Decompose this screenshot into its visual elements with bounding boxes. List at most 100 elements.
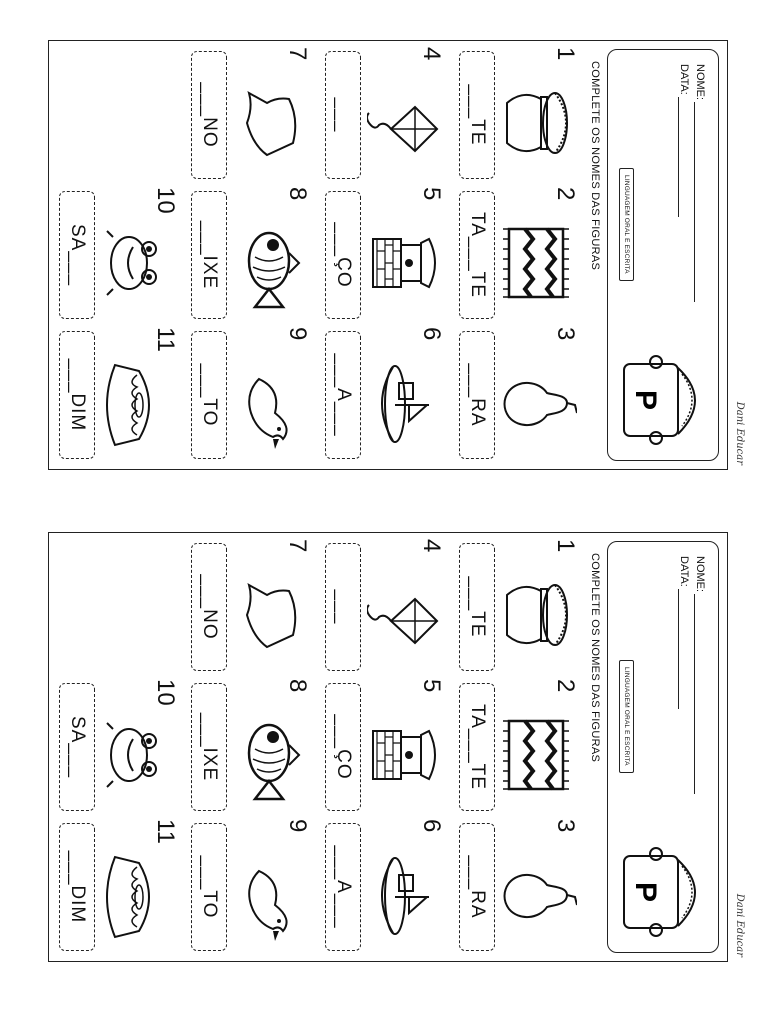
rug-icon [501,719,571,791]
item-8: 8 ___IXE [181,679,311,815]
worksheet-copy-top: Dani Educar NOME: DATA: LINGUAGEM ORAL E… [48,40,745,470]
data-label: DATA: [678,556,690,587]
duck-icon [248,378,288,450]
item-7: 7 ___NO [181,539,311,675]
frog-icon [106,230,157,296]
answer-box[interactable]: ___ [325,51,361,179]
item-6: 6 ___A___ [315,327,445,463]
well-icon [372,238,436,288]
item-number: 7 [284,539,311,553]
answer-box[interactable]: ___DIM [59,823,95,951]
item-number: 7 [284,47,311,61]
cloth-icon [246,92,297,156]
mascot-letter: P [629,882,662,902]
item-4: 4 ___ [315,47,445,183]
answer-box[interactable]: ___TO [191,823,227,951]
answer-box[interactable]: ___ÇO [325,683,361,811]
pear-icon [503,873,577,919]
answer-box[interactable]: ___TE [459,543,495,671]
answer-box[interactable]: ___ [325,543,361,671]
item-number: 5 [418,187,445,201]
badge-linguagem: LINGUAGEM ORAL E ESCRITA [619,168,634,281]
mascot-letter-icon: P [623,355,696,445]
item-number: 3 [552,819,579,833]
answer-box[interactable]: ___RA [459,331,495,459]
item-9: 9 ___TO [181,327,311,463]
item-6: 6 ___A___ [315,819,445,955]
author-signature: Dani Educar [734,401,745,465]
item-number: 2 [552,679,579,693]
item-number: 8 [284,187,311,201]
item-5: 5 ___ÇO [315,187,445,323]
data-line [678,96,679,217]
fish-icon [247,723,301,801]
cloth-icon [246,584,297,648]
item-number: 1 [552,47,579,61]
instruction: COMPLETE OS NOMES DAS FIGURAS [589,61,601,271]
item-number: 8 [284,679,311,693]
answer-box[interactable]: ___TO [191,331,227,459]
pot-icon [506,92,568,154]
data-label: DATA: [678,64,690,95]
item-1: 1 ___TE [449,47,579,183]
item-11: 11 ___DIM [49,327,179,463]
author-signature: Dani Educar [734,893,745,957]
answer-box[interactable]: ___A___ [325,331,361,459]
answer-box[interactable]: TA___TE [459,683,495,811]
item-7: 7 ___NO [181,47,311,183]
answer-box[interactable]: ___IXE [191,191,227,319]
item-4: 4 ___ [315,539,445,675]
item-9: 9 ___TO [181,819,311,955]
header-panel: NOME: DATA: LINGUAGEM ORAL E ESCRITA P [607,541,719,953]
worksheet-page: Dani Educar NOME: DATA: LINGUAGEM ORAL E… [48,532,745,962]
kite-icon [367,106,438,152]
item-2: 2 TA___TE [449,187,579,323]
answer-box[interactable]: SA___ [59,683,95,811]
pudding-icon [106,364,150,446]
worksheet-page: Dani Educar NOME: DATA: LINGUAGEM ORAL E… [48,40,745,470]
answer-box[interactable]: ___RA [459,823,495,951]
answer-box[interactable]: ___A___ [325,823,361,951]
answer-box[interactable]: ___TE [459,51,495,179]
answer-box[interactable]: ___DIM [59,331,95,459]
item-2: 2 TA___TE [449,679,579,815]
item-11: 11 ___DIM [49,819,179,955]
pot-icon [506,584,568,646]
nome-line [694,102,695,303]
item-10: 10 SA___ [49,187,179,323]
data-line [678,588,679,709]
answer-box[interactable]: ___NO [191,543,227,671]
mascot-letter-icon: P [623,847,696,937]
pear-icon [503,381,577,427]
answer-box[interactable]: ___IXE [191,683,227,811]
well-icon [372,730,436,780]
pudding-icon [106,856,150,938]
header-panel: NOME: DATA: LINGUAGEM ORAL E ESCRITA P [607,49,719,461]
nome-label: NOME: [694,64,706,101]
nome-line [694,594,695,795]
mascot-letter: P [629,390,662,410]
item-number: 9 [284,819,311,833]
badge-linguagem: LINGUAGEM ORAL E ESCRITA [619,660,634,773]
answer-box[interactable]: ___ÇO [325,191,361,319]
item-number: 9 [284,327,311,341]
item-number: 1 [552,539,579,553]
answer-box[interactable]: TA___TE [459,191,495,319]
worksheet-copy-bottom: Dani Educar NOME: DATA: LINGUAGEM ORAL E… [48,532,745,962]
frog-icon [106,722,157,788]
duck-icon [248,870,288,942]
answer-box[interactable]: SA___ [59,191,95,319]
item-number: 2 [552,187,579,201]
nome-label: NOME: [694,556,706,593]
item-1: 1 ___TE [449,539,579,675]
item-8: 8 ___IXE [181,187,311,323]
fish-icon [247,231,301,309]
boat-icon [381,365,430,443]
item-number: 4 [418,47,445,61]
answer-box[interactable]: ___NO [191,51,227,179]
rug-icon [501,227,571,299]
boat-icon [381,857,430,935]
instruction: COMPLETE OS NOMES DAS FIGURAS [589,553,601,763]
item-number: 6 [418,819,445,833]
item-3: 3 ___RA [449,327,579,463]
